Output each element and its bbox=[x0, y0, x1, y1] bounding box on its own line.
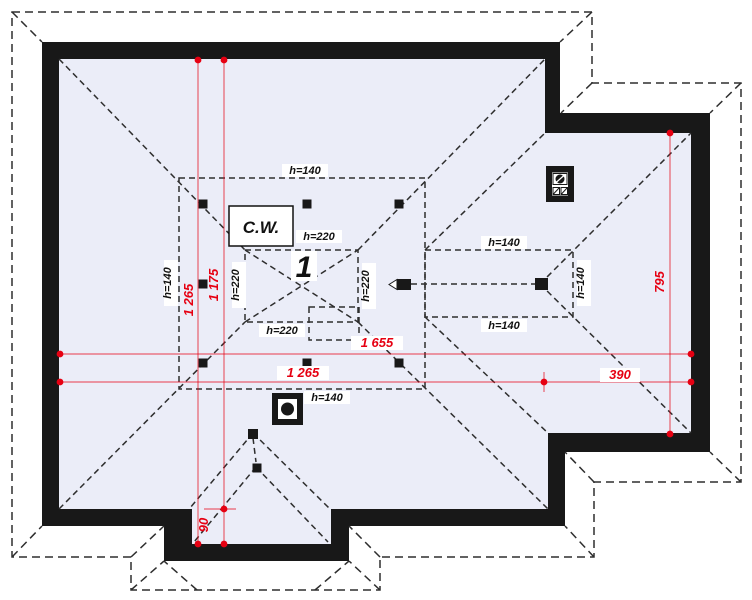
height-label-center-left: h=220 bbox=[230, 268, 242, 300]
bay-apex-marker bbox=[252, 463, 262, 473]
dim-label-90: 90 bbox=[196, 517, 211, 532]
eave-hip-tick bbox=[314, 560, 350, 591]
label-patches bbox=[164, 164, 640, 404]
height-label-center-bottom: h=220 bbox=[266, 325, 298, 337]
bay-hip-line bbox=[189, 432, 254, 509]
height-label-wing-bottom: h=140 bbox=[488, 320, 520, 332]
vent-stack-symbol bbox=[272, 393, 303, 425]
bay-apex-link bbox=[252, 437, 257, 463]
eave-corner-tick bbox=[560, 82, 593, 114]
eave-corner-tick bbox=[11, 11, 43, 43]
dim-label-1655: 1 655 bbox=[361, 335, 394, 350]
eave-corner-tick bbox=[559, 11, 593, 43]
bay-hip-line bbox=[255, 466, 329, 543]
eaves-outline bbox=[11, 11, 742, 591]
hip-line bbox=[539, 132, 692, 285]
eave-corner-tick bbox=[564, 451, 595, 483]
dim-label-390: 390 bbox=[609, 367, 631, 382]
height-label-center-right: h=220 bbox=[360, 269, 372, 301]
post-markers bbox=[198, 199, 548, 473]
closet-label: C.W. bbox=[243, 218, 280, 237]
headroom-140-wing bbox=[424, 249, 574, 318]
height-label-main-bottom: h=140 bbox=[311, 392, 343, 404]
ridge-diagonal bbox=[244, 249, 359, 323]
dimension-labels: 1 265 1 175 90 1 655 1 265 390 795 bbox=[181, 268, 667, 532]
post-marker bbox=[198, 358, 208, 368]
shaft-dashed-rect bbox=[308, 306, 360, 341]
room-number: 1 bbox=[296, 251, 313, 284]
dim-label-1265-vertical: 1 265 bbox=[181, 283, 196, 316]
eave-corner-tick bbox=[709, 82, 742, 114]
chimney-flue-symbol bbox=[546, 166, 574, 202]
hip-line bbox=[58, 321, 246, 510]
eave-corner-tick bbox=[130, 525, 165, 558]
hip-line bbox=[539, 283, 692, 434]
hip-line bbox=[58, 58, 246, 251]
eave-corner-tick bbox=[130, 560, 165, 591]
closet-box bbox=[228, 205, 294, 247]
height-labels: h=140 h=140 h=140 h=220 h=220 h=220 h=22… bbox=[162, 165, 587, 404]
height-label-main-left: h=140 bbox=[162, 266, 174, 298]
post-marker bbox=[198, 199, 208, 209]
bay-hip-line bbox=[252, 432, 330, 509]
bay-hip-line bbox=[193, 466, 257, 543]
dim-label-1175-vertical: 1 175 bbox=[206, 268, 221, 301]
wing-ridge-end-marker bbox=[535, 278, 548, 290]
height-label-wing-top: h=140 bbox=[488, 237, 520, 249]
eave-corner-tick bbox=[11, 525, 43, 558]
valley-line bbox=[424, 316, 549, 434]
height-label-main-top: h=140 bbox=[289, 165, 321, 177]
roof-lines bbox=[58, 58, 692, 543]
bay-apex-marker bbox=[248, 429, 258, 439]
post-marker bbox=[394, 199, 404, 209]
eave-corner-tick bbox=[564, 525, 595, 558]
valley-line bbox=[424, 132, 546, 251]
ridge-diagonal bbox=[244, 249, 359, 323]
post-marker bbox=[302, 358, 312, 368]
wing-ridge-arrow bbox=[388, 278, 398, 291]
eave-corner-tick bbox=[348, 525, 381, 558]
post-marker bbox=[198, 279, 208, 289]
dimension-lines bbox=[60, 59, 691, 544]
wing-ridge-end-marker bbox=[397, 279, 411, 290]
post-marker bbox=[302, 199, 312, 209]
eave-corner-tick bbox=[348, 560, 381, 591]
post-marker bbox=[394, 358, 404, 368]
dim-label-1265-horizontal: 1 265 bbox=[287, 365, 320, 380]
eave-hip-tick bbox=[163, 560, 198, 591]
height-label-wing-right: h=140 bbox=[575, 266, 587, 298]
height-label-center-top: h=220 bbox=[303, 231, 335, 243]
valley-line bbox=[357, 321, 549, 510]
dimension-endpoints bbox=[56, 56, 695, 548]
eave-corner-tick bbox=[709, 451, 742, 483]
valley-line bbox=[357, 58, 546, 251]
dim-label-795: 795 bbox=[652, 270, 667, 292]
